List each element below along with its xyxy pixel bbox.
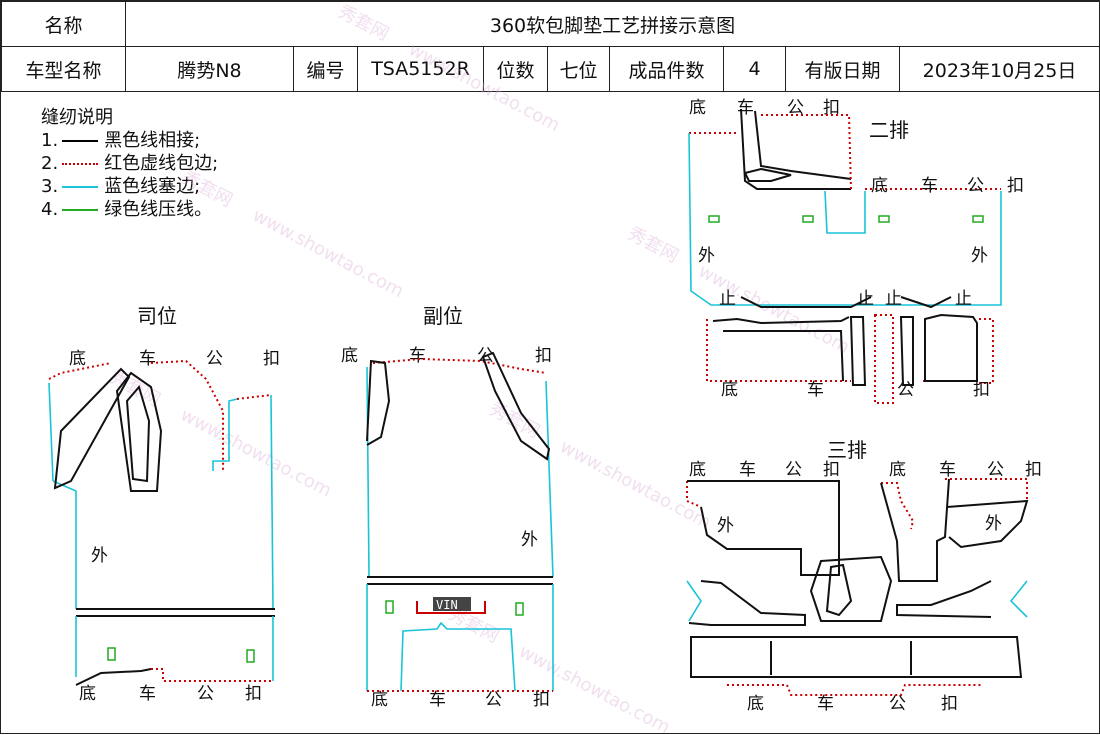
watermark-url: www.showtao.com xyxy=(405,39,563,136)
svg-text:底: 底 xyxy=(79,684,96,704)
vin-window xyxy=(433,597,471,611)
svg-text:车: 车 xyxy=(409,346,426,366)
svg-text:扣: 扣 xyxy=(263,349,280,369)
svg-text:扣: 扣 xyxy=(941,694,958,714)
svg-text:外: 外 xyxy=(717,516,734,536)
seats-label: 位数 xyxy=(483,46,548,92)
svg-text:底: 底 xyxy=(689,98,706,118)
svg-text:外: 外 xyxy=(971,246,988,266)
svg-text:车: 车 xyxy=(139,349,156,369)
svg-text:底: 底 xyxy=(69,349,86,369)
svg-text:外: 外 xyxy=(985,514,1002,534)
svg-text:扣: 扣 xyxy=(823,460,840,480)
driver-section-title: 司位 xyxy=(137,304,177,328)
svg-text:公: 公 xyxy=(206,349,223,369)
date-label: 有版日期 xyxy=(785,46,900,92)
svg-text:底: 底 xyxy=(871,176,888,196)
watermark-brand: 秀套网 xyxy=(178,167,236,211)
svg-text:公: 公 xyxy=(889,694,906,714)
vin-label: VIN xyxy=(436,598,458,612)
svg-text:止: 止 xyxy=(955,289,972,309)
passenger-mat: 底 车 公 扣 外 VIN 底 车 公 扣 xyxy=(341,346,554,710)
seats-value: 七位 xyxy=(547,46,610,92)
svg-text:底: 底 xyxy=(721,380,738,400)
svg-text:止: 止 xyxy=(885,289,902,309)
svg-text:扣: 扣 xyxy=(245,684,262,704)
svg-text:扣: 扣 xyxy=(1025,460,1042,480)
row2-mat: 底 车 公 扣 底 车 公 扣 外 外 止 止 止 止 xyxy=(688,98,1024,404)
svg-text:扣: 扣 xyxy=(533,690,550,710)
svg-text:外: 外 xyxy=(698,246,715,266)
svg-text:扣: 扣 xyxy=(973,380,990,400)
watermark-url: www.showtao.com xyxy=(515,641,673,735)
watermark-url: www.showtao.com xyxy=(556,436,714,533)
svg-text:公: 公 xyxy=(785,460,802,480)
cyan-line-icon xyxy=(62,185,99,188)
svg-text:底: 底 xyxy=(371,690,388,710)
pieces-value: 4 xyxy=(723,46,786,92)
svg-text:车: 车 xyxy=(739,460,756,480)
svg-text:底: 底 xyxy=(689,460,706,480)
svg-text:车: 车 xyxy=(939,460,956,480)
watermark-brand: 秀套网 xyxy=(335,1,393,45)
svg-text:扣: 扣 xyxy=(535,346,552,366)
svg-text:车: 车 xyxy=(807,380,824,400)
name-label: 名称 xyxy=(1,1,126,47)
svg-text:外: 外 xyxy=(521,530,538,550)
legend-item-red: 2. 红色虚线包边; xyxy=(41,153,219,174)
row3-section-title: 三排 xyxy=(827,438,867,462)
svg-text:车: 车 xyxy=(921,176,938,196)
watermark-brand: 秀套网 xyxy=(486,399,544,443)
car-model-value: 腾势N8 xyxy=(125,46,294,92)
svg-text:公: 公 xyxy=(987,460,1004,480)
title-row: 名称 360软包脚垫工艺拼接示意图 xyxy=(1,1,1100,47)
sewing-legend: 缝纫说明 1. 黑色线相接; 2. 红色虚线包边; 3. 蓝色线塞边; 4. 绿… xyxy=(41,106,218,221)
legend-title: 缝纫说明 xyxy=(41,107,113,128)
svg-text:车: 车 xyxy=(429,690,446,710)
svg-text:底: 底 xyxy=(747,694,764,714)
svg-text:扣: 扣 xyxy=(823,98,840,118)
driver-mat: 底 车 公 扣 外 底 车 公 扣 xyxy=(48,349,280,704)
svg-text:底: 底 xyxy=(341,346,358,366)
svg-text:外: 外 xyxy=(91,546,108,566)
watermark-url: www.showtao.com xyxy=(695,261,853,358)
svg-text:止: 止 xyxy=(719,289,736,309)
svg-text:公: 公 xyxy=(485,690,502,710)
red-dotted-line-icon xyxy=(62,162,99,165)
svg-text:底: 底 xyxy=(889,460,906,480)
passenger-section-title: 副位 xyxy=(423,304,463,328)
watermark-brand: 秀套网 xyxy=(624,223,682,267)
svg-text:车: 车 xyxy=(139,684,156,704)
info-row: 车型名称 腾势N8 编号 TSA5152R 位数 七位 成品件数 4 有版日期 … xyxy=(1,46,1100,92)
svg-text:公: 公 xyxy=(967,176,984,196)
row2-section-title: 二排 xyxy=(869,118,909,142)
diagram-title: 360软包脚垫工艺拼接示意图 xyxy=(125,1,1100,47)
svg-text:扣: 扣 xyxy=(1007,176,1024,196)
svg-text:车: 车 xyxy=(737,98,754,118)
svg-text:公: 公 xyxy=(897,380,914,400)
legend-item-cyan: 3. 蓝色线塞边; xyxy=(41,176,201,197)
watermark-url: www.showtao.com xyxy=(177,404,335,501)
legend-item-black: 1. 黑色线相接; xyxy=(41,130,201,151)
pieces-label: 成品件数 xyxy=(609,46,724,92)
svg-text:公: 公 xyxy=(787,98,804,118)
watermark-url: www.showtao.com xyxy=(249,205,407,302)
green-line-icon xyxy=(62,208,99,211)
svg-text:公: 公 xyxy=(197,684,214,704)
svg-text:车: 车 xyxy=(817,694,834,714)
legend-item-green: 4. 绿色线压线。 xyxy=(41,199,213,220)
date-value: 2023年10月25日 xyxy=(899,46,1100,92)
row3-mat: 底 车 公 扣 底 车 公 扣 外 外 底 xyxy=(686,460,1042,714)
black-line-icon xyxy=(62,139,99,142)
